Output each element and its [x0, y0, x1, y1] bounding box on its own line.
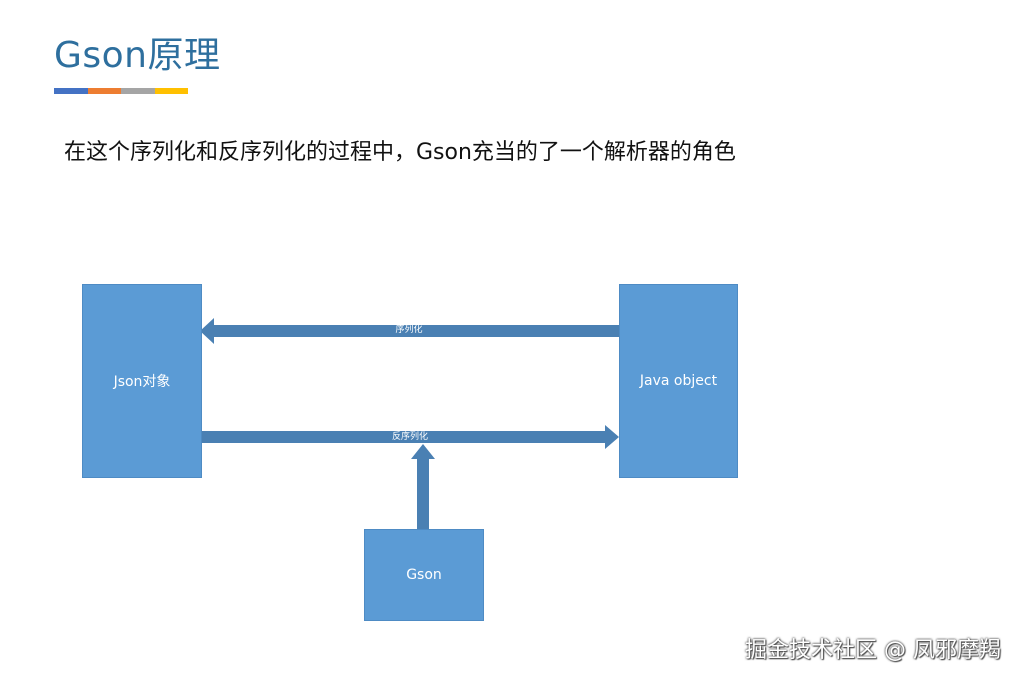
slide-title: Gson原理 — [54, 35, 221, 76]
serialize-label: 序列化 — [395, 325, 423, 335]
deserialize-arrow — [201, 425, 619, 449]
gson-label: Gson — [406, 567, 442, 583]
gson-node: Gson — [364, 529, 484, 621]
json-object-label: Json对象 — [113, 374, 171, 390]
json-object-node: Json对象 — [82, 284, 202, 478]
java-object-node: Java object — [619, 284, 738, 478]
serialize-arrow — [200, 318, 619, 344]
java-object-label: Java object — [639, 373, 718, 389]
accent-orange — [87, 88, 121, 94]
title-accent-bar — [54, 88, 188, 94]
accent-gray — [121, 88, 155, 94]
body-text: 在这个序列化和反序列化的过程中，Gson充当的了一个解析器的角色 — [64, 140, 736, 165]
gson-arrow — [411, 444, 435, 529]
deserialize-label: 反序列化 — [391, 432, 429, 442]
accent-blue — [54, 88, 88, 94]
accent-yellow — [154, 88, 188, 94]
watermark: 掘金技术社区 @ 凤邪摩羯 — [745, 638, 1001, 663]
